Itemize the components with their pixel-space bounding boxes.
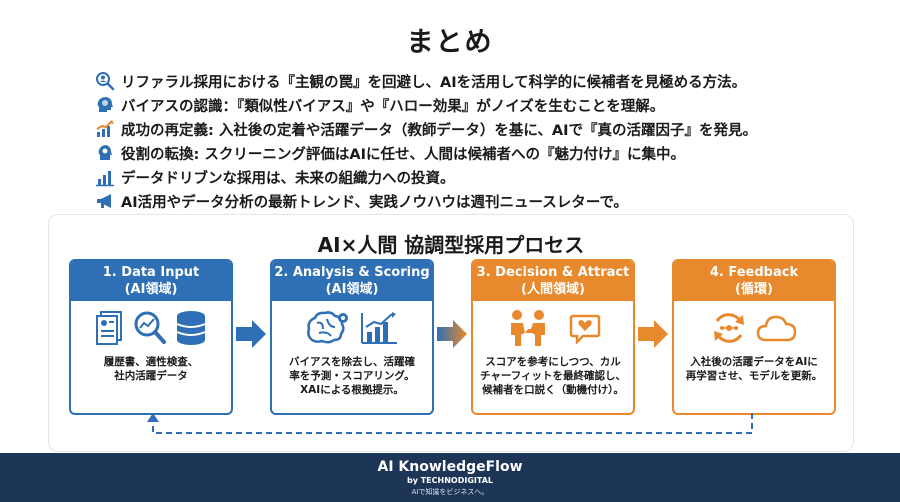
bullet-text: バイアスの認識：『類似性バイアス』や『ハロー効果』がノイズを生むことを理解。 [121, 98, 665, 115]
bullet-text: データドリブンな採用は、未来の組織力への投資。 [121, 170, 455, 187]
step-description: 入社後の活躍データをAIに 再学習させ、モデルを更新。 [685, 356, 823, 382]
bullet-text: リファラル採用における『主観の罠』を回避し、AIを活用して科学的に候補者を見極め… [121, 74, 747, 91]
footer: AI KnowledgeFlow by TECHNODIGITAL AIで知識を… [0, 453, 900, 502]
step-header: 1. Data Input (AI領域) [71, 261, 231, 301]
document-person-icon [96, 311, 122, 345]
bar-chart-icon [96, 171, 114, 187]
refresh-network-icon [714, 313, 744, 343]
step-title: 1. Data Input [102, 265, 200, 280]
brain-head-icon [97, 97, 113, 112]
step-header: 2. Analysis & Scoring (AI領域) [272, 261, 432, 301]
footer-byline: by TECHNODIGITAL [407, 476, 493, 485]
growth-chart-icon [96, 120, 114, 137]
step-icons [272, 301, 432, 355]
page-title: まとめ [406, 27, 494, 58]
step-subtitle: (循環) [735, 282, 773, 297]
bullet-text: 役割の転換: スクリーニング評価はAIに任せ、人間は候補者への『魅力付け』に集中… [121, 146, 685, 163]
heart-chat-icon [569, 314, 601, 344]
cloud-icon [756, 315, 797, 342]
step-decision-attract: 3. Decision & Attract (人間領域) スコアを参考にしつつ、… [471, 259, 635, 415]
footer-brand: AI KnowledgeFlow [377, 459, 523, 475]
step-subtitle: (人間領域) [521, 282, 585, 297]
analytics-chart-icon [361, 312, 397, 344]
step-icons [71, 301, 231, 355]
step-title: 3. Decision & Attract [476, 265, 630, 280]
bullet-text: AI活用やデータ分析の最新トレンド、実践ノウハウは週刊ニュースレターで。 [121, 194, 628, 211]
process-title: AI×人間 協調型採用プロセス [317, 233, 585, 257]
process-panel: AI×人間 協調型採用プロセス 1. Data Input (AI領域) 履歴書… [48, 214, 854, 452]
arrow-right-icon [437, 320, 467, 348]
step-subtitle: (AI領域) [124, 282, 178, 297]
brain-gear-icon [307, 311, 348, 344]
feedback-loop-arrow [147, 413, 753, 434]
step-data-input: 1. Data Input (AI領域) 履歴書、適性検査、 社内活躍データ [69, 259, 233, 415]
magnifier-chart-icon [134, 311, 166, 344]
megaphone-icon [97, 194, 111, 208]
list-item: AI活用やデータ分析の最新トレンド、実践ノウハウは週刊ニュースレターで。 [95, 189, 875, 213]
arrow-right-icon [638, 320, 668, 348]
list-item: 役割の転換: スクリーニング評価はAIに任せ、人間は候補者への『魅力付け』に集中… [95, 141, 875, 165]
magnifier-person-icon [96, 72, 115, 91]
bullet-text: 成功の再定義: 入社後の定着や活躍データ（教師データ）を基に、AIで『真の活躍因… [121, 122, 758, 139]
list-item: 成功の再定義: 入社後の定着や活躍データ（教師データ）を基に、AIで『真の活躍因… [95, 117, 875, 141]
step-header: 3. Decision & Attract (人間領域) [473, 261, 633, 301]
step-feedback: 4. Feedback (循環) 入社後の活躍データをAIに 再学習させ、モデル… [672, 259, 836, 415]
database-icon [176, 311, 206, 345]
step-icons [674, 301, 834, 355]
list-item: データドリブンな採用は、未来の組織力への投資。 [95, 165, 875, 189]
step-analysis-scoring: 2. Analysis & Scoring (AI領域) バイアスを除去し、活躍… [270, 259, 434, 415]
footer-tagline: AIで知識をビジネスへ。 [411, 488, 489, 496]
arrow-right-icon [236, 320, 266, 348]
step-subtitle: (AI領域) [325, 282, 379, 297]
step-title: 4. Feedback [709, 265, 799, 280]
summary-list: リファラル採用における『主観の罠』を回避し、AIを活用して科学的に候補者を見極め… [95, 69, 875, 213]
list-item: リファラル採用における『主観の罠』を回避し、AIを活用して科学的に候補者を見極め… [95, 69, 875, 93]
step-header: 4. Feedback (循環) [674, 261, 834, 301]
list-item: バイアスの認識：『類似性バイアス』や『ハロー効果』がノイズを生むことを理解。 [95, 93, 875, 117]
step-icons [473, 301, 633, 355]
step-title: 2. Analysis & Scoring [274, 265, 430, 280]
step-description: スコアを参考にしつつ、カル チャーフィットを最終確認し、 候補者を口説く（動機付… [479, 356, 627, 396]
step-description: バイアスを除去し、活躍確 率を予測・スコアリング。 XAIによる根拠提示。 [289, 356, 415, 396]
role-switch-icon [98, 145, 112, 160]
handshake-people-icon [511, 310, 545, 346]
step-description: 履歴書、適性検査、 社内活躍データ [103, 356, 199, 382]
